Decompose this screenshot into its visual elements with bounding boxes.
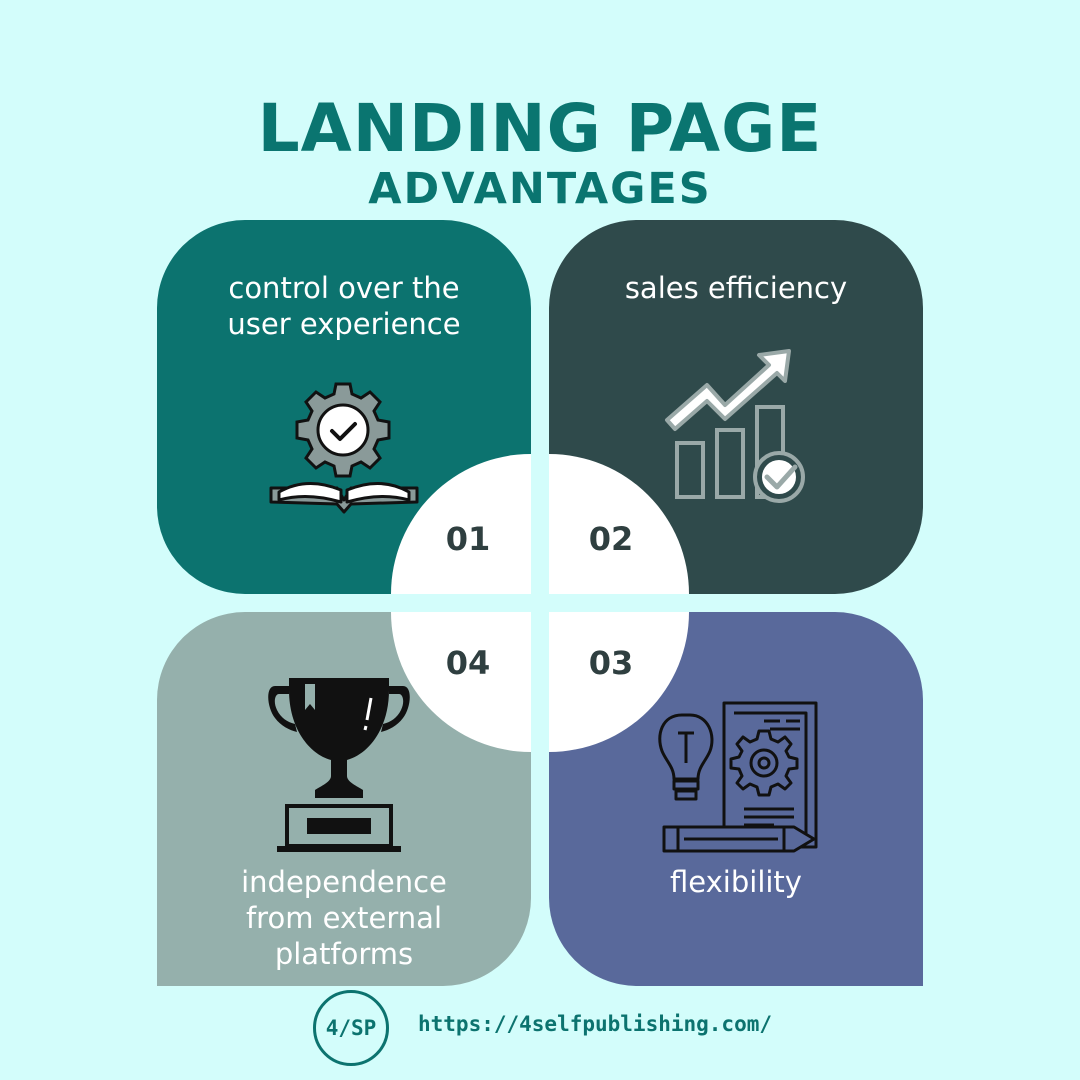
quadrant-03-label: flexibility (670, 865, 802, 899)
number-01: 01 (445, 520, 491, 558)
growth-chart-icon (665, 349, 805, 503)
number-03: 03 (588, 644, 634, 682)
page-title: LANDING PAGE (257, 90, 823, 167)
number-02: 02 (588, 520, 634, 558)
brand-logo-text: 4/SP (325, 1016, 377, 1040)
idea-blueprint-icon (658, 701, 818, 853)
gear-book-icon (269, 382, 419, 514)
quadrant-01-label: control over the user experience (227, 271, 461, 341)
website-link[interactable]: https://4selfpublishing.com/ (418, 1012, 773, 1036)
quadrant-01: control over the user experience (157, 220, 531, 594)
number-04: 04 (445, 644, 491, 682)
brand-logo: 4/SP (313, 990, 389, 1066)
page-subtitle: ADVANTAGES (368, 164, 712, 214)
quadrant-04-label: independence from external platforms (241, 865, 447, 971)
quadrant-02-label: sales efficiency (624, 271, 848, 305)
trophy-icon (268, 678, 410, 852)
